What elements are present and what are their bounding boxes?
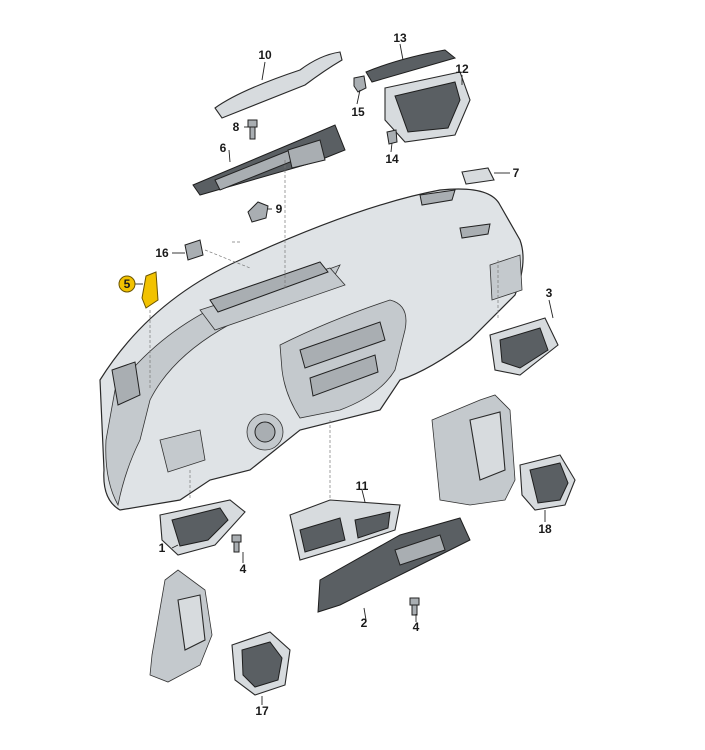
part-2-lower-panel xyxy=(317,517,471,613)
part-13-cover-strip xyxy=(365,49,457,83)
callout-15: 15 xyxy=(351,105,365,119)
callout-4-right: 4 xyxy=(413,620,420,634)
part-12-storage-box xyxy=(384,71,471,143)
part-6-center-trim xyxy=(192,124,346,196)
callout-6: 6 xyxy=(220,141,227,155)
callout-18: 18 xyxy=(538,522,552,536)
callout-12: 12 xyxy=(455,62,469,76)
callout-8: 8 xyxy=(233,120,240,134)
part-14-clip xyxy=(386,129,398,145)
part-9-clip xyxy=(247,201,269,223)
part-15-clip xyxy=(353,75,367,93)
part-3-side-vent xyxy=(489,317,559,376)
callout-16: 16 xyxy=(155,246,169,260)
callout-2: 2 xyxy=(361,616,368,630)
callout-labels: 10 13 12 15 8 6 14 7 9 16 5 3 11 1 4 18 … xyxy=(118,31,553,718)
callout-10: 10 xyxy=(258,48,272,62)
callout-13: 13 xyxy=(393,31,407,45)
callout-11: 11 xyxy=(356,479,369,493)
callout-1: 1 xyxy=(159,541,166,555)
part-4-screw-right xyxy=(409,597,420,616)
callout-5: 5 xyxy=(124,277,131,291)
part-11-center-vent xyxy=(289,499,401,561)
leader-lines xyxy=(133,43,554,705)
part-16-connector xyxy=(184,239,204,261)
part-1-left-vent xyxy=(159,499,246,556)
part-5-highlighted-trim xyxy=(141,271,159,309)
callout-4-left: 4 xyxy=(240,562,247,576)
callout-17: 17 xyxy=(255,704,269,718)
callout-7: 7 xyxy=(513,166,520,180)
callout-9: 9 xyxy=(276,202,283,216)
part-7-vent-grille xyxy=(461,167,495,185)
part-18-right-side-trim xyxy=(431,394,576,511)
part-10-trim-strip xyxy=(214,51,343,119)
part-8-screw xyxy=(247,119,258,140)
part-4-screw-left xyxy=(231,534,242,553)
dashboard-body xyxy=(99,188,524,511)
callout-14: 14 xyxy=(385,152,399,166)
part-17-left-lower-trim xyxy=(149,569,291,696)
callout-5-highlight: 5 xyxy=(118,275,136,293)
callout-3: 3 xyxy=(546,286,553,300)
